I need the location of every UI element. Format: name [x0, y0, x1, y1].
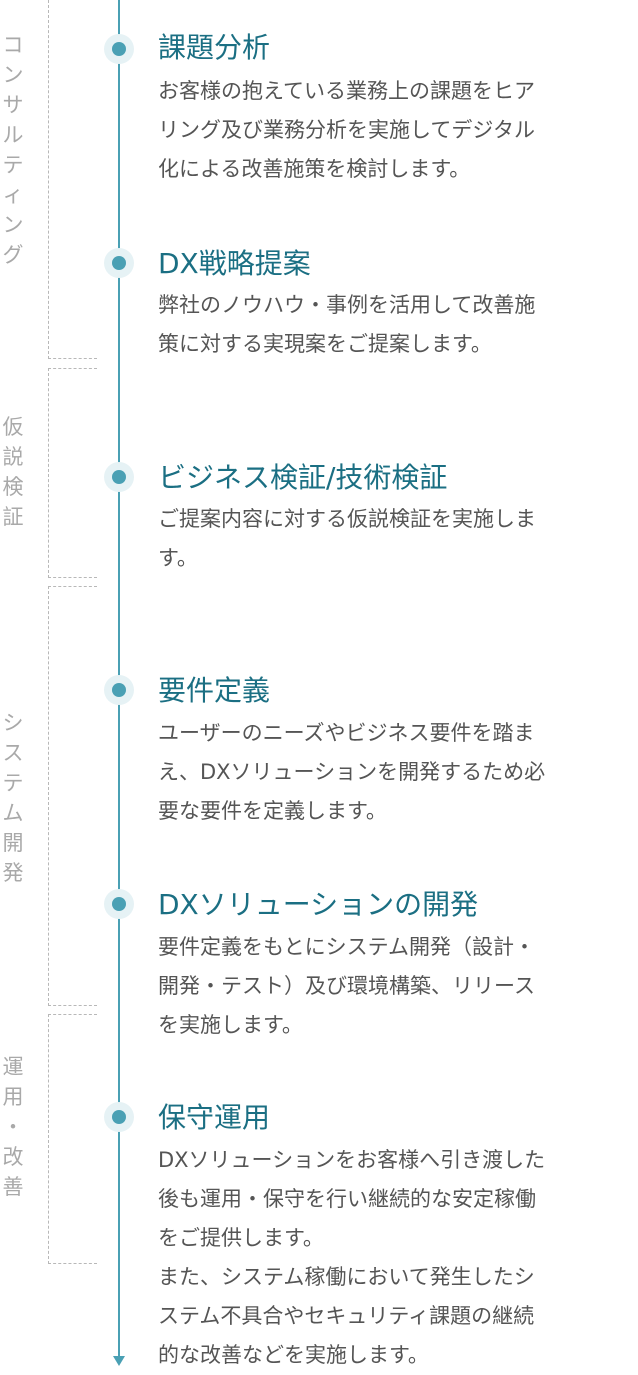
- step-description-dx-solution-development: 要件定義をもとにシステム開発（設計・ 開発・テスト）及び環境構築、リリース を実…: [158, 935, 535, 1037]
- step-dot-icon: [112, 256, 126, 270]
- phase-label-hypothesis-verification: 仮 説 検 証: [2, 415, 24, 529]
- phase-bracket-hypothesis-verification: [48, 368, 97, 578]
- step-title-dx-solution-development: DXソリューションの開発: [158, 888, 479, 921]
- step-title-issue-analysis: 課題分析: [158, 31, 271, 64]
- phase-label-operation-improvement: 運 用 ・ 改 善: [2, 1055, 24, 1199]
- step-title-dx-strategy-proposal: DX戦略提案: [158, 247, 311, 280]
- step-dot-icon: [112, 470, 126, 484]
- arrow-down-icon: [113, 1356, 125, 1366]
- step-description-requirements-definition: ユーザーのニーズやビジネス要件を踏ま え、DXソリューションを開発するため必 要…: [158, 721, 546, 823]
- step-description-dx-strategy-proposal: 弊社のノウハウ・事例を活用して改善施 策に対する実現案をご提案します。: [158, 293, 536, 356]
- step-dot-icon: [112, 897, 126, 911]
- step-description-issue-analysis: お客様の抱えている業務上の課題をヒア リング及び業務分析を実施してデジタル 化に…: [158, 79, 535, 181]
- step-title-business-tech-verification: ビジネス検証/技術検証: [158, 461, 448, 494]
- step-dot-icon: [112, 683, 126, 697]
- step-dot-icon: [112, 42, 126, 56]
- phase-label-system-development: シ ス テ ム 開 発: [2, 711, 24, 885]
- step-dot-icon: [112, 1110, 126, 1124]
- step-description-maintenance-operation: DXソリューションをお客様へ引き渡した 後も運用・保守を行い継続的な安定稼働 を…: [158, 1148, 546, 1367]
- phase-bracket-system-development: [48, 586, 97, 1006]
- phase-bracket-consulting: [48, 0, 97, 359]
- step-title-maintenance-operation: 保守運用: [158, 1101, 271, 1134]
- step-description-business-tech-verification: ご提案内容に対する仮説検証を実施しま す。: [158, 507, 536, 570]
- phase-bracket-operation-improvement: [48, 1014, 97, 1264]
- phase-label-consulting: コ ン サ ル テ ィ ン グ: [2, 33, 24, 267]
- step-title-requirements-definition: 要件定義: [158, 674, 271, 707]
